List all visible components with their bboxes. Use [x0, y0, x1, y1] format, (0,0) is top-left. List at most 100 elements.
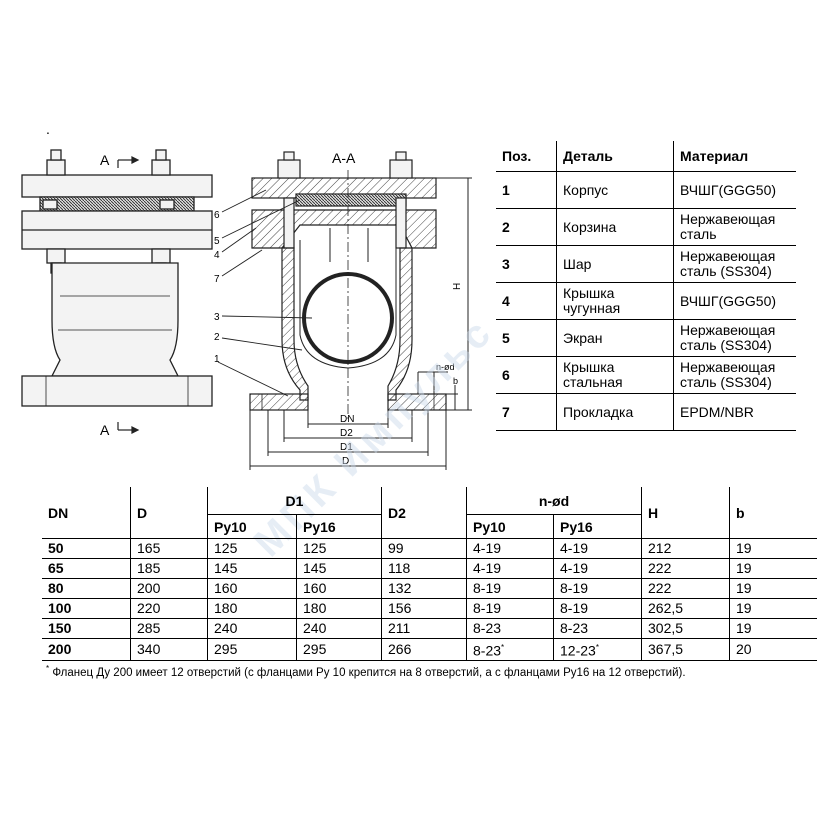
callout-5: 5 — [214, 236, 220, 247]
part-name: Корпус — [556, 171, 674, 209]
parts-header-row: Поз. Деталь Материал — [496, 141, 796, 172]
cell-d1-py16: 180 — [296, 598, 382, 619]
dims-header-nod-py16: Ру16 — [553, 514, 642, 539]
dim-d: D — [342, 456, 349, 467]
footnote: * Фланец Ду 200 имеет 12 отверстий (с фл… — [46, 664, 686, 679]
part-name: Шар — [556, 245, 674, 283]
cell-h: 222 — [641, 558, 730, 579]
cell-d: 165 — [130, 538, 208, 559]
cell-h: 212 — [641, 538, 730, 559]
dims-header-dn: DN — [42, 487, 131, 539]
section-marker-top: A — [100, 152, 110, 168]
dims-header-row: DN D D1 D2 n-ød H b — [42, 487, 817, 539]
dim-d1: D1 — [340, 442, 353, 453]
cell-d2: 132 — [381, 578, 467, 599]
part-material: Нержавеющая сталь (SS304) — [673, 356, 796, 394]
part-material: ВЧШГ(GGG50) — [673, 282, 796, 320]
cell-d1-py16: 160 — [296, 578, 382, 599]
part-pos: 2 — [496, 208, 557, 246]
table-row: 3 Шар Нержавеющая сталь (SS304) — [496, 245, 796, 283]
part-material: ВЧШГ(GGG50) — [673, 171, 796, 209]
dims-header-d1: D1 — [207, 487, 382, 515]
dims-header-h: H — [641, 487, 730, 539]
cell-dn: 200 — [42, 638, 131, 661]
callout-leaders — [217, 189, 313, 397]
cell-dn: 50 — [42, 538, 131, 559]
dims-header-d1-py16: Ру16 — [296, 514, 382, 539]
cell-h: 222 — [641, 578, 730, 599]
dim-dn: DN — [340, 414, 354, 425]
cell-dn: 80 — [42, 578, 131, 599]
cell-d2: 266 — [381, 638, 467, 661]
view-label: A-A — [332, 150, 356, 166]
cell-d1-py10: 295 — [207, 638, 297, 661]
cell-nod-py16: 4-19 — [553, 558, 642, 579]
parts-header-material: Материал — [673, 141, 796, 172]
callout-4: 4 — [214, 250, 220, 261]
section-markers — [117, 156, 140, 434]
cell-d1-py16: 145 — [296, 558, 382, 579]
table-row: 5 Экран Нержавеющая сталь (SS304) — [496, 319, 796, 357]
dims-header-nod-py10: Ру10 — [466, 514, 554, 539]
part-material: Нержавеющая сталь (SS304) — [673, 319, 796, 357]
side-view — [21, 149, 213, 407]
part-name: Экран — [556, 319, 674, 357]
cell-d: 200 — [130, 578, 208, 599]
table-row: 1 Корпус ВЧШГ(GGG50) — [496, 171, 796, 209]
cell-d1-py16: 125 — [296, 538, 382, 559]
cell-b: 19 — [729, 538, 817, 559]
dim-nod: n-ød — [436, 362, 455, 372]
cell-d2: 211 — [381, 618, 467, 639]
cell-nod-py16: 4-19 — [553, 538, 642, 559]
cell-b: 20 — [729, 638, 817, 661]
callout-7: 7 — [214, 274, 220, 285]
dim-b: b — [453, 376, 458, 386]
cell-b: 19 — [729, 618, 817, 639]
part-name: Крышка стальная — [556, 356, 674, 394]
cell-nod-py10: 8-23 — [466, 618, 554, 639]
cell-nod-py16: 8-19 — [553, 578, 642, 599]
cell-dn: 65 — [42, 558, 131, 579]
cell-h: 262,5 — [641, 598, 730, 619]
cell-d1-py10: 160 — [207, 578, 297, 599]
cell-nod-py16: 8-19 — [553, 598, 642, 619]
cell-d2: 118 — [381, 558, 467, 579]
cell-d: 340 — [130, 638, 208, 661]
part-pos: 4 — [496, 282, 557, 320]
parts-table: Поз. Деталь Материал 1 Корпус ВЧШГ(GGG50… — [496, 141, 796, 431]
cell-nod-py16: 12-23* — [553, 638, 642, 661]
dims-header-nod: n-ød — [466, 487, 642, 515]
callout-1: 1 — [214, 354, 220, 365]
cell-d: 185 — [130, 558, 208, 579]
part-name: Корзина — [556, 208, 674, 246]
table-row: 4 Крышка чугунная ВЧШГ(GGG50) — [496, 282, 796, 320]
part-name: Прокладка — [556, 393, 674, 431]
valve-drawing: . A A A-A — [21, 121, 472, 470]
cell-d1-py10: 125 — [207, 538, 297, 559]
cell-d2: 99 — [381, 538, 467, 559]
parts-header-part: Деталь — [556, 141, 674, 172]
cell-value: 8-23 — [473, 642, 502, 659]
dim-h: H — [452, 283, 463, 290]
cell-dn: 150 — [42, 618, 131, 639]
cell-nod-py10: 4-19 — [466, 538, 554, 559]
cell-d1-py10: 145 — [207, 558, 297, 579]
part-material: Нержавеющая сталь — [673, 208, 796, 246]
cell-h: 302,5 — [641, 618, 730, 639]
footnote-ref: * — [595, 643, 599, 652]
cell-nod-py16: 8-23 — [553, 618, 642, 639]
cell-d1-py16: 240 — [296, 618, 382, 639]
dims-header-d1-py10: Ру10 — [207, 514, 297, 539]
cell-dn: 100 — [42, 598, 131, 619]
cell-d2: 156 — [381, 598, 467, 619]
cell-b: 19 — [729, 598, 817, 619]
cell-nod-py10: 4-19 — [466, 558, 554, 579]
cell-d1-py16: 295 — [296, 638, 382, 661]
dims-header-b: b — [729, 487, 817, 539]
cell-d1-py10: 240 — [207, 618, 297, 639]
